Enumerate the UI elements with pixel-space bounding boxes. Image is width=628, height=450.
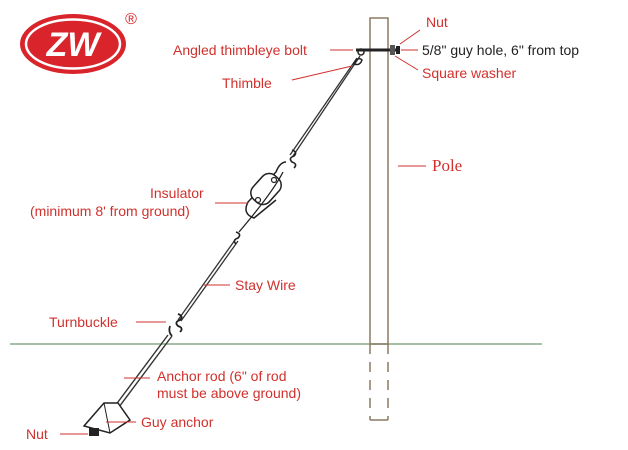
label-anchor-rod-note: must be above ground) — [157, 385, 301, 401]
nut-top — [396, 46, 400, 54]
label-thimble: Thimble — [222, 75, 272, 91]
insulator — [238, 161, 287, 233]
anchor-rod-a — [111, 334, 169, 411]
zw-logo: ZW ® — [20, 11, 137, 74]
thimble — [352, 57, 363, 66]
logo-inner-ring — [24, 18, 122, 70]
leader-lines — [60, 29, 426, 435]
nut-bottom — [89, 428, 99, 436]
label-anchor-rod: Anchor rod (6" of rod — [157, 368, 286, 384]
turnbuckle — [168, 313, 183, 337]
anchor-rod-b — [115, 335, 173, 412]
label-nut-bottom: Nut — [26, 426, 48, 442]
stay-wire — [177, 55, 361, 322]
guy-anchor-edge — [103, 402, 111, 434]
registered-mark: ® — [125, 11, 137, 28]
logo-text: ZW — [46, 26, 103, 64]
pole — [369, 17, 389, 345]
label-pole: Pole — [432, 156, 462, 175]
label-angled-thimbleye-bolt: Angled thimbleye bolt — [173, 42, 307, 58]
label-nut-top: Nut — [426, 14, 448, 30]
label-square-washer: Square washer — [422, 65, 517, 81]
label-insulator-note: (minimum 8' from ground) — [30, 203, 190, 219]
label-guy-anchor: Guy anchor — [141, 414, 214, 430]
lower-wire-twist — [233, 231, 241, 245]
label-turnbuckle: Turnbuckle — [49, 314, 118, 330]
thimble-eye — [357, 48, 365, 56]
logo-outer-oval — [20, 14, 126, 74]
label-stay-wire: Stay Wire — [235, 277, 296, 293]
label-guy-hole: 5/8" guy hole, 6" from top — [422, 42, 579, 58]
upper-wire-twist — [289, 149, 297, 169]
square-washer — [390, 45, 395, 55]
label-insulator: Insulator — [150, 185, 204, 201]
